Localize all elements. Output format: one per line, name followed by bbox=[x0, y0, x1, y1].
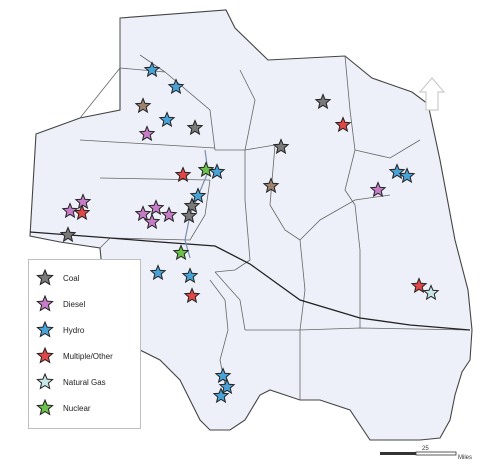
legend: Coal Diesel Hydro Multiple/Other Natural… bbox=[28, 259, 141, 429]
plant-marker-star-icon bbox=[398, 167, 416, 184]
plant-marker-star-icon bbox=[334, 116, 352, 133]
north-arrow-icon bbox=[418, 77, 446, 111]
legend-item-diesel: Diesel bbox=[35, 294, 85, 314]
legend-label: Coal bbox=[63, 273, 80, 283]
plant-marker-star-icon bbox=[272, 138, 290, 155]
plant-marker-star-icon bbox=[208, 163, 226, 180]
plant-marker-star-icon bbox=[59, 226, 77, 243]
legend-label: Nuclear bbox=[63, 403, 91, 413]
plant-marker-star-icon bbox=[180, 207, 198, 224]
plant-marker-star-icon bbox=[369, 181, 387, 198]
plant-marker-star-icon bbox=[160, 206, 178, 223]
state-line bbox=[29, 231, 471, 331]
plant-marker-star-icon bbox=[422, 284, 440, 301]
legend-label: Hydro bbox=[63, 325, 85, 335]
plant-marker-star-icon bbox=[149, 264, 167, 281]
legend-nuclear-star-icon bbox=[36, 398, 54, 416]
power-plant-markers bbox=[59, 61, 440, 404]
plant-marker-star-icon bbox=[174, 166, 192, 183]
plant-marker-star-icon bbox=[172, 244, 190, 261]
legend-item-multiple-other: Multiple/Other bbox=[35, 346, 113, 366]
legend-item-natural-gas: Natural Gas bbox=[35, 372, 106, 392]
legend-label: Diesel bbox=[63, 299, 86, 309]
plant-marker-star-icon bbox=[183, 287, 201, 304]
plant-marker-star-icon bbox=[158, 111, 176, 128]
plant-marker-star-icon bbox=[262, 177, 280, 194]
legend-label: Multiple/Other bbox=[63, 351, 113, 361]
legend-item-hydro: Hydro bbox=[35, 320, 84, 340]
legend-item-nuclear: Nuclear bbox=[35, 398, 91, 418]
scale-bar bbox=[380, 451, 457, 456]
scale-unit: Miles bbox=[458, 455, 473, 461]
legend-diesel-star-icon bbox=[36, 294, 54, 312]
plant-marker-star-icon bbox=[143, 213, 161, 230]
plant-marker-star-icon bbox=[147, 199, 165, 216]
plant-marker-star-icon bbox=[181, 267, 199, 284]
plant-marker-star-icon bbox=[314, 93, 332, 110]
scale-value: 25 bbox=[422, 446, 429, 452]
plant-marker-star-icon bbox=[197, 161, 215, 178]
plant-marker-star-icon bbox=[143, 61, 161, 78]
plant-marker-star-icon bbox=[74, 193, 92, 210]
legend-item-coal: Coal bbox=[35, 268, 79, 288]
plant-marker-star-icon bbox=[134, 205, 152, 222]
plant-marker-star-icon bbox=[218, 378, 236, 395]
legend-multiple-star-icon bbox=[36, 346, 54, 364]
plant-marker-star-icon bbox=[189, 187, 207, 204]
plant-marker-star-icon bbox=[212, 387, 230, 404]
plant-marker-star-icon bbox=[410, 277, 428, 294]
legend-hydro-star-icon bbox=[36, 320, 54, 338]
legend-natural-gas-star-icon bbox=[36, 372, 54, 390]
legend-coal-star-icon bbox=[36, 268, 54, 286]
plant-marker-star-icon bbox=[61, 202, 79, 219]
plant-marker-star-icon bbox=[186, 119, 204, 136]
plant-marker-star-icon bbox=[134, 97, 152, 114]
plant-marker-star-icon bbox=[138, 125, 156, 142]
plant-marker-star-icon bbox=[214, 367, 232, 384]
plant-marker-star-icon bbox=[73, 204, 91, 221]
plant-marker-star-icon bbox=[167, 78, 185, 95]
legend-label: Natural Gas bbox=[63, 377, 106, 387]
